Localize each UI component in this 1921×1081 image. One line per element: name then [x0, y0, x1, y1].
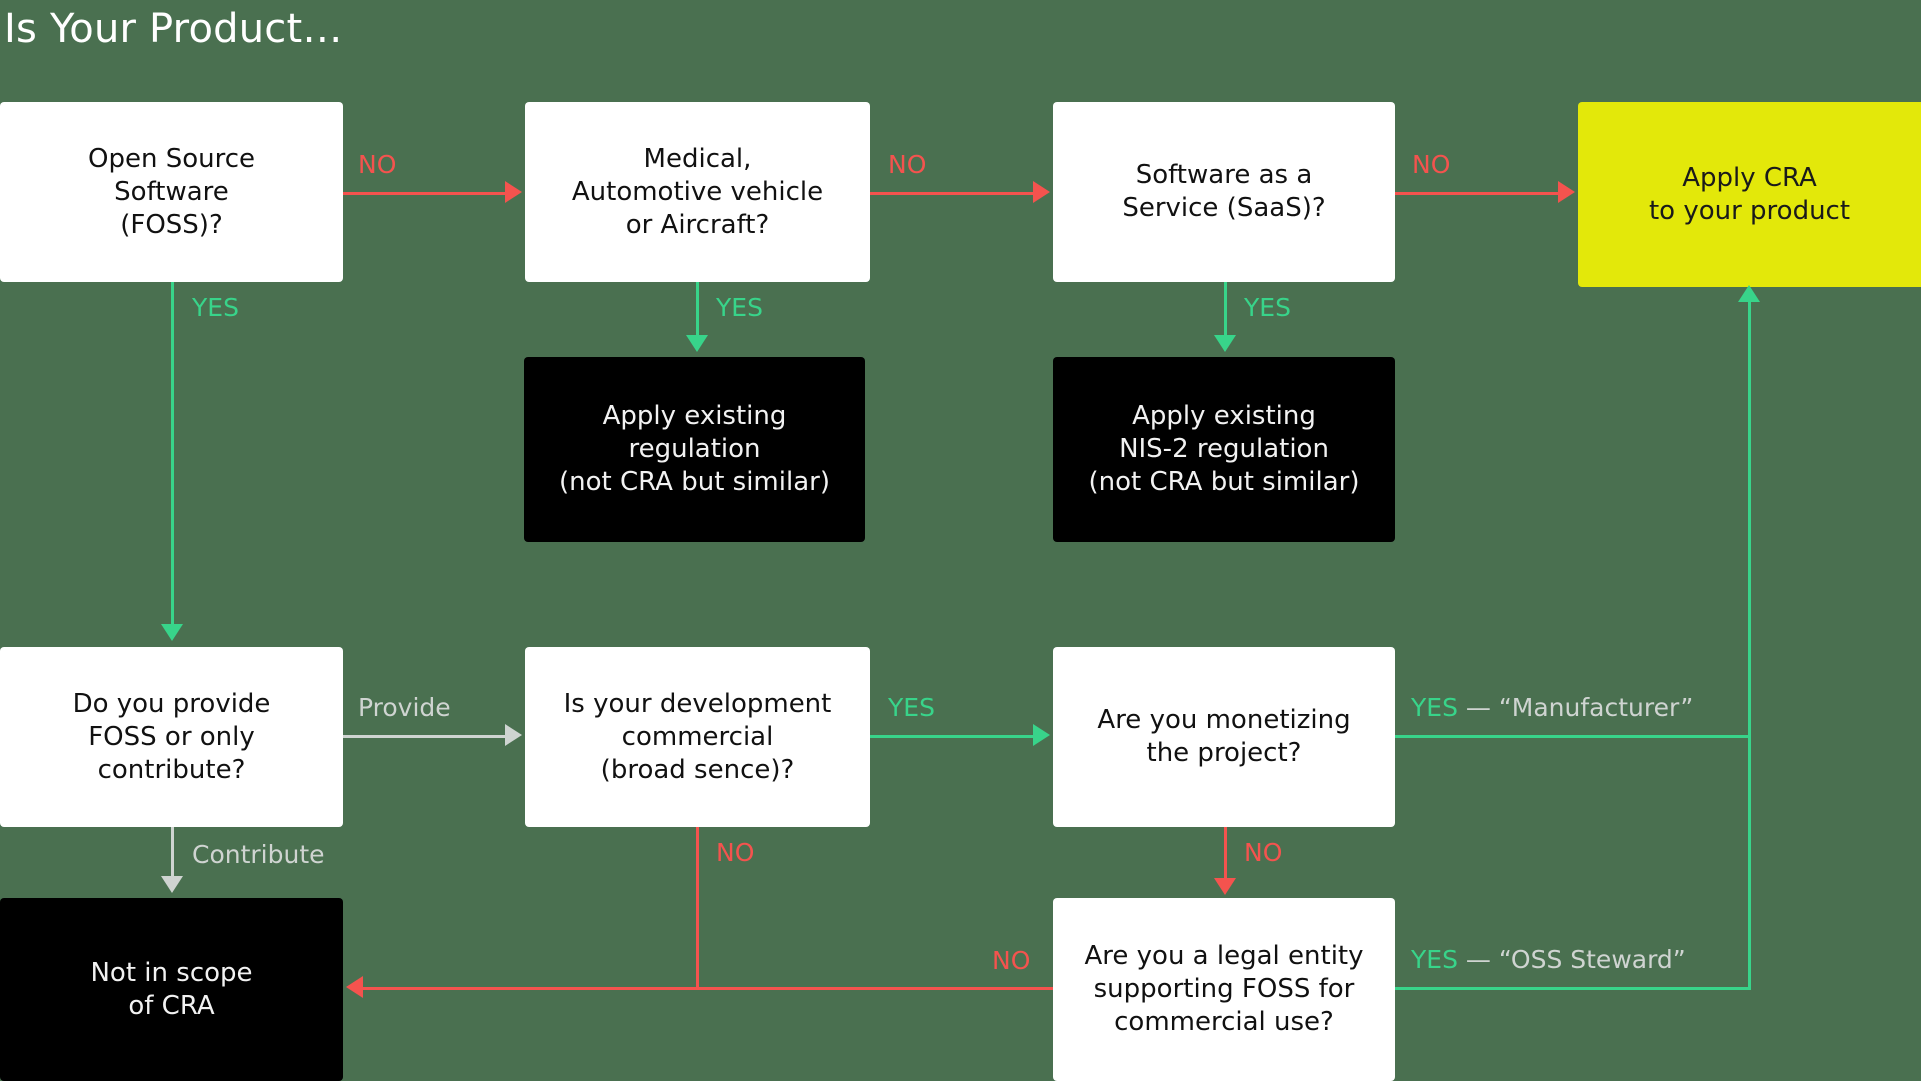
edge-contribute-line	[171, 827, 174, 879]
edge-label-manufacturer: YES — “Manufacturer”	[1411, 693, 1693, 722]
edge-manufacturer-hline	[1395, 735, 1751, 738]
edge-saas-no-arrowhead	[1558, 181, 1575, 203]
node-are-you-a-legal-entity[interactable]: Are you a legal entity supporting FOSS f…	[1053, 898, 1395, 1081]
edge-label-steward: YES — “OSS Steward”	[1411, 945, 1686, 974]
edge-label-commercial-no: NO	[716, 838, 755, 867]
node-open-source-software[interactable]: Open Source Software (FOSS)?	[0, 102, 343, 282]
edge-commercial-yes-line	[870, 735, 1036, 738]
edge-foss-no-line	[343, 192, 509, 195]
edge-saas-yes-line	[1224, 282, 1227, 338]
node-not-in-scope-of-cra[interactable]: Not in scope of CRA	[0, 898, 343, 1081]
edge-contribute-arrowhead	[161, 876, 183, 893]
edge-medical-yes-arrowhead	[686, 335, 708, 352]
node-is-development-commercial[interactable]: Is your development commercial (broad se…	[525, 647, 870, 827]
edge-medical-yes-line	[696, 282, 699, 338]
edge-legal-entity-no-line	[363, 987, 1053, 990]
node-apply-existing-nis2-regulation[interactable]: Apply existing NIS-2 regulation (not CRA…	[1053, 357, 1395, 542]
edge-label-foss-no: NO	[358, 150, 397, 179]
page-title: Is Your Product…	[4, 6, 343, 52]
edge-commercial-yes-arrowhead	[1033, 724, 1050, 746]
edge-foss-yes-arrowhead	[161, 624, 183, 641]
edge-label-manufacturer-yes: YES	[1411, 693, 1458, 722]
edge-label-foss-yes: YES	[192, 293, 239, 322]
edge-label-legal-entity-no: NO	[992, 946, 1031, 975]
edge-steward-vline	[1748, 735, 1751, 990]
node-software-as-a-service[interactable]: Software as a Service (SaaS)?	[1053, 102, 1395, 282]
edge-manufacturer-vline	[1748, 300, 1751, 737]
edge-foss-yes-line	[171, 282, 174, 627]
edge-steward-hline	[1395, 987, 1751, 990]
node-apply-cra[interactable]: Apply CRA to your product	[1578, 102, 1921, 287]
edge-label-steward-yes: YES	[1411, 945, 1458, 974]
edge-label-medical-no: NO	[888, 150, 927, 179]
edge-medical-no-line	[870, 192, 1036, 195]
edge-commercial-no-vline	[696, 827, 699, 989]
node-apply-existing-regulation[interactable]: Apply existing regulation (not CRA but s…	[524, 357, 865, 542]
edge-label-manufacturer-role: — “Manufacturer”	[1465, 693, 1694, 722]
edge-label-saas-yes: YES	[1244, 293, 1291, 322]
edge-label-medical-yes: YES	[716, 293, 763, 322]
edge-monetizing-no-line	[1224, 827, 1227, 881]
node-are-you-monetizing[interactable]: Are you monetizing the project?	[1053, 647, 1395, 827]
edge-provide-arrowhead	[505, 724, 522, 746]
edge-label-saas-no: NO	[1412, 150, 1451, 179]
edge-provide-line	[343, 735, 509, 738]
edge-apply-cra-arrowhead	[1738, 285, 1760, 302]
node-medical-automotive-aircraft[interactable]: Medical, Automotive vehicle or Aircraft?	[525, 102, 870, 282]
edge-saas-no-line	[1395, 192, 1561, 195]
edge-label-monetizing-no: NO	[1244, 838, 1283, 867]
node-provide-foss-or-contribute[interactable]: Do you provide FOSS or only contribute?	[0, 647, 343, 827]
edge-saas-yes-arrowhead	[1214, 335, 1236, 352]
edge-legal-entity-no-arrowhead	[346, 976, 363, 998]
edge-medical-no-arrowhead	[1033, 181, 1050, 203]
edge-label-commercial-yes: YES	[888, 693, 935, 722]
edge-label-contribute: Contribute	[192, 840, 325, 869]
edge-foss-no-arrowhead	[505, 181, 522, 203]
edge-label-steward-role: — “OSS Steward”	[1465, 945, 1686, 974]
edge-monetizing-no-arrowhead	[1214, 878, 1236, 895]
edge-label-provide: Provide	[358, 693, 451, 722]
